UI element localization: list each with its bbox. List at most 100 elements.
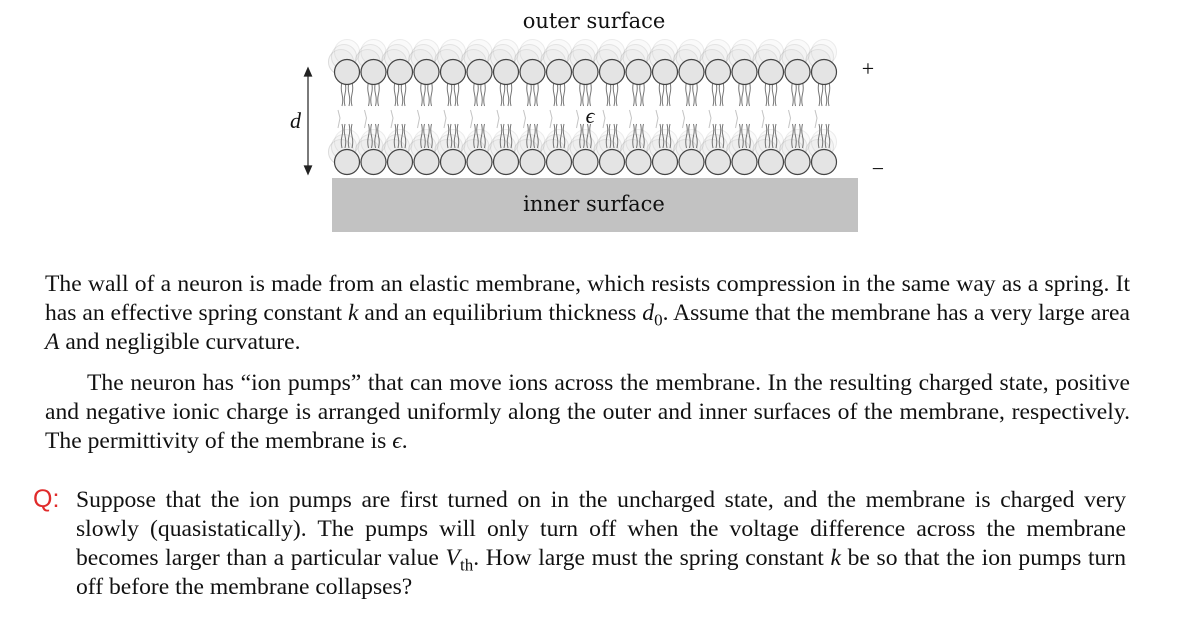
lipid-tail — [827, 81, 831, 107]
lipid-tail — [748, 123, 751, 149]
minus-sign: − — [872, 156, 884, 181]
lipid-tail — [476, 123, 479, 149]
lipid-tail — [549, 109, 553, 129]
lipid-tail — [555, 81, 559, 107]
lipid-tail — [453, 81, 457, 107]
lipid-tail — [582, 123, 585, 149]
lipid-tail — [695, 81, 698, 107]
p1-text-3: . Assume that the membrane has a very la… — [662, 300, 1131, 326]
lipid-tail — [343, 123, 347, 149]
lipid-head — [360, 148, 387, 176]
lipid-tail — [817, 81, 821, 107]
lipid-tail — [526, 123, 529, 149]
outer-layer-heads — [333, 58, 838, 86]
lipid-head — [413, 148, 440, 176]
lipid-tail — [827, 123, 831, 149]
lipid-tail — [403, 123, 407, 149]
lipid-tail — [417, 109, 421, 129]
lipid-tail — [718, 81, 722, 107]
lipid-tail — [639, 81, 642, 107]
lipid-tail — [692, 123, 695, 149]
lipid-tail — [400, 81, 404, 107]
lipid-tail — [506, 123, 510, 149]
lipid-tail — [738, 123, 741, 149]
lipid-head — [492, 58, 520, 86]
lipid-head — [651, 58, 679, 86]
lipid-tail — [370, 81, 373, 107]
lipid-tail — [430, 123, 433, 149]
lipid-tail — [343, 81, 347, 107]
lipid-tail — [771, 81, 775, 107]
lipid-tail — [347, 81, 351, 107]
lipid-head — [386, 58, 414, 86]
lipid-tail — [688, 81, 691, 107]
lipid-tail — [764, 123, 768, 149]
inner-substrate — [332, 178, 858, 232]
p1-spring-constant: k — [347, 300, 359, 326]
lipid-tail — [350, 123, 354, 149]
lipid-tail — [420, 123, 423, 149]
lipid-tail — [370, 123, 373, 149]
lipid-tail — [714, 123, 718, 149]
lipid-tail — [374, 123, 377, 149]
lipid-tail — [502, 81, 506, 107]
lipid-tail — [456, 81, 460, 107]
lipid-tail — [635, 81, 638, 107]
lipid-tail — [502, 123, 506, 149]
p1-text-1: The wall of a neuron is made from an ela… — [45, 271, 1130, 326]
lipid-tail — [533, 123, 536, 149]
lipid-head — [625, 58, 652, 86]
lipid-tail — [509, 123, 513, 149]
lipid-tail — [446, 81, 450, 107]
p1-text-2: and an equilibrium thickness — [358, 300, 643, 326]
lipid-tail — [767, 123, 771, 149]
lipid-tail — [688, 123, 691, 149]
lipid-tail — [473, 81, 476, 107]
lipid-tail — [764, 81, 768, 107]
q-spring-constant: k — [830, 545, 841, 571]
inner-layer-heads — [333, 148, 838, 176]
lipid-tail — [745, 123, 748, 149]
lipid-head — [731, 148, 758, 176]
problem-paragraph-2: The neuron has “ion pumps” that can move… — [45, 369, 1130, 456]
lipid-head — [625, 148, 652, 176]
lipid-tail — [427, 81, 430, 107]
lipid-tail — [586, 123, 589, 149]
lipid-tail — [608, 81, 612, 107]
lipid-tail — [605, 81, 609, 107]
lipid-tail — [774, 123, 778, 149]
lipid-tail — [721, 123, 725, 149]
lipid-tail — [738, 81, 741, 107]
lipid-tail — [582, 81, 585, 107]
lipid-tail — [632, 81, 635, 107]
lipid-tail — [655, 109, 659, 129]
lipid-tail — [526, 81, 529, 107]
lipid-tail — [555, 123, 559, 149]
lipid-tail — [367, 81, 370, 107]
lipid-tail — [658, 81, 662, 107]
lipid-tail — [483, 123, 486, 149]
lipid-tail — [801, 123, 804, 149]
lipid-tail — [695, 123, 698, 149]
lipid-tail — [635, 123, 638, 149]
lipid-tail — [629, 109, 633, 129]
lipid-tail — [473, 123, 476, 149]
lipid-head — [492, 148, 520, 176]
lipid-tail — [562, 123, 566, 149]
lipid-head — [413, 58, 440, 86]
lipid-tail — [393, 123, 397, 149]
lipid-tail — [420, 81, 423, 107]
lipid-tail — [403, 81, 407, 107]
lipid-tail — [396, 123, 400, 149]
lipid-tail — [453, 123, 457, 149]
lipid-tail — [377, 81, 380, 107]
lipid-tail — [668, 81, 672, 107]
lipid-tail — [423, 81, 426, 107]
lipid-tail — [499, 81, 503, 107]
lipid-head — [810, 58, 838, 86]
lipid-tail — [523, 109, 527, 129]
lipid-tail — [718, 123, 722, 149]
q-text-3: be so that the ion pumps turn off before… — [76, 545, 1126, 600]
lipid-tail — [612, 123, 616, 149]
lipid-tail — [509, 81, 513, 107]
